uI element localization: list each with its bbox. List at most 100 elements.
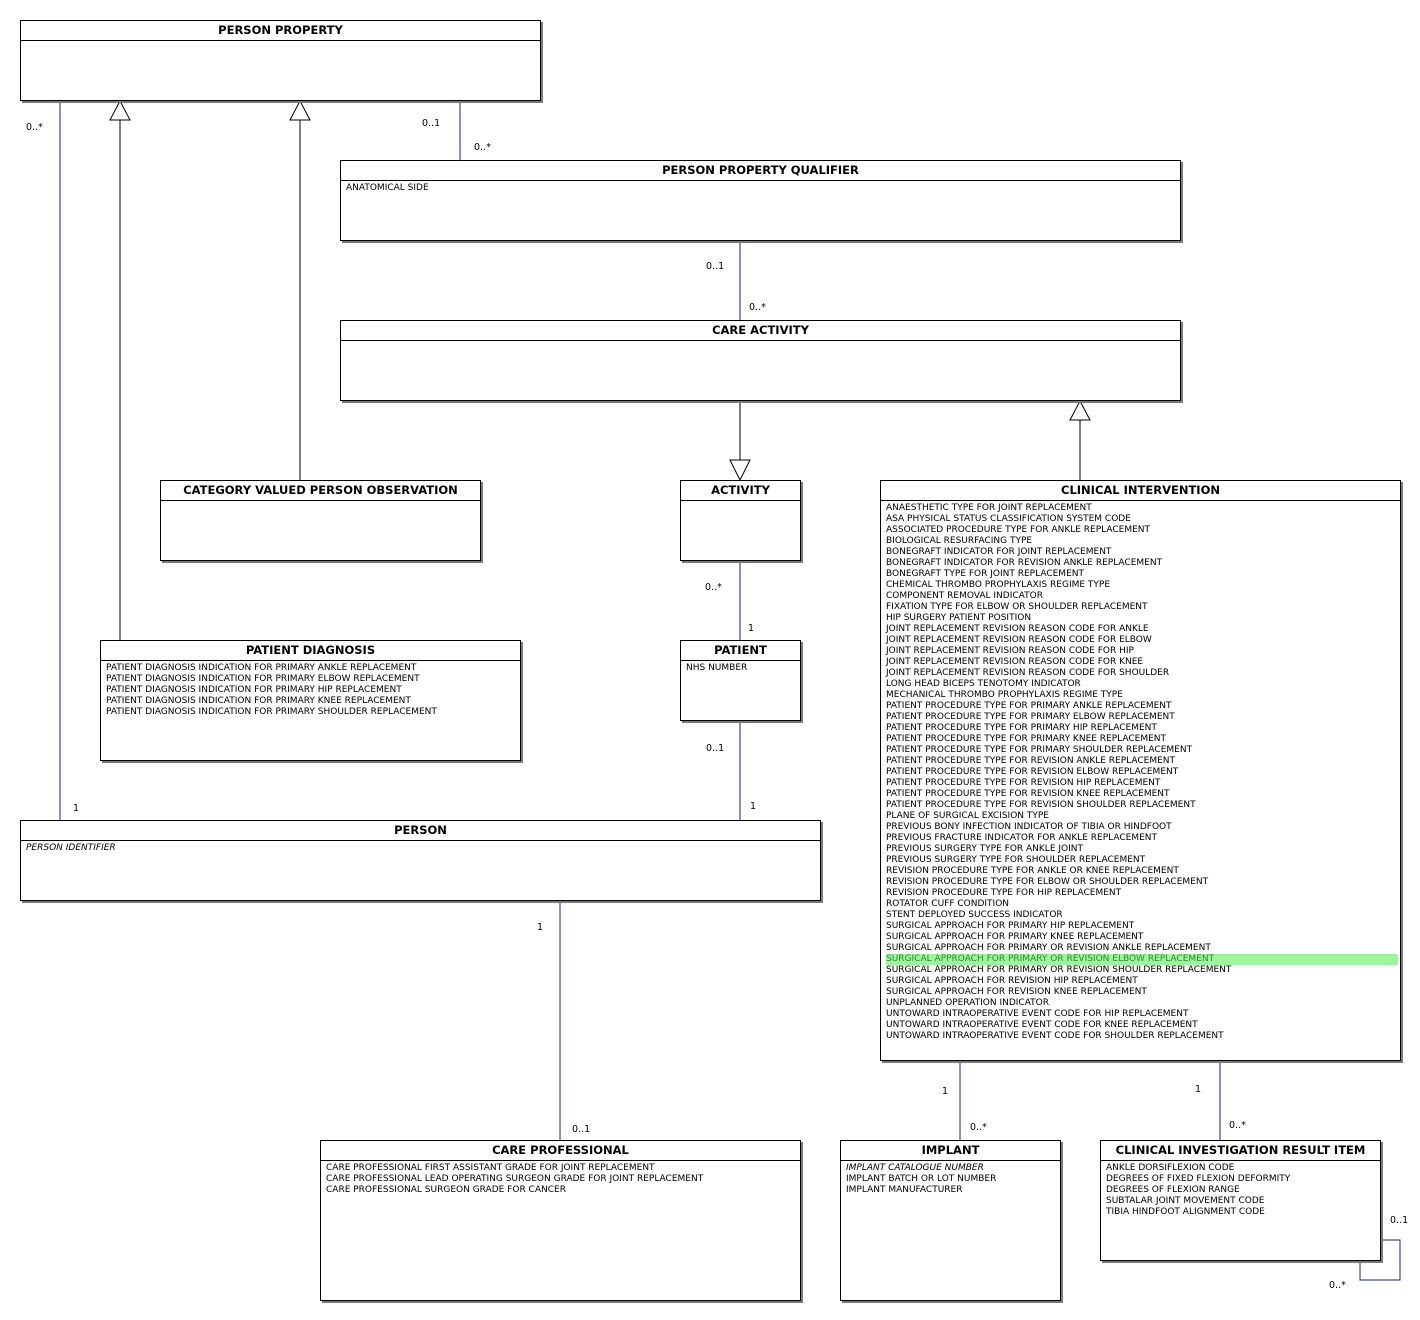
attribute-list: PERSON IDENTIFIER: [21, 841, 820, 854]
multiplicity-label: 1: [748, 623, 755, 634]
attribute: JOINT REPLACEMENT REVISION REASON CODE F…: [886, 668, 1170, 678]
attribute: IMPLANT MANUFACTURER: [846, 1185, 963, 1195]
class-patient[interactable]: PATIENT NHS NUMBER: [680, 640, 801, 721]
attribute: SUBTALAR JOINT MOVEMENT CODE: [1106, 1196, 1265, 1206]
multiplicity-label: 1: [1195, 1084, 1202, 1095]
attribute: DEGREES OF FLEXION RANGE: [1106, 1185, 1240, 1195]
attribute: JOINT REPLACEMENT REVISION REASON CODE F…: [886, 635, 1152, 645]
class-title: PATIENT: [681, 641, 800, 661]
multiplicity-label: 0..*: [705, 582, 722, 593]
class-title: PERSON PROPERTY QUALIFIER: [341, 161, 1180, 181]
attribute: SURGICAL APPROACH FOR PRIMARY OR REVISIO…: [886, 943, 1211, 953]
attribute: IMPLANT CATALOGUE NUMBER: [846, 1163, 984, 1173]
multiplicity-label: 0..1: [706, 743, 725, 754]
gen-patient-diagnosis-arrowhead: [109, 99, 131, 121]
attribute: BONEGRAFT INDICATOR FOR JOINT REPLACEMEN…: [886, 547, 1112, 557]
class-clinical-intervention[interactable]: CLINICAL INTERVENTION ANAESTHETIC TYPE F…: [880, 480, 1401, 1061]
multiplicity-label: 0..*: [1329, 1280, 1346, 1291]
attribute: ROTATOR CUFF CONDITION: [886, 899, 1010, 909]
attribute: PATIENT PROCEDURE TYPE FOR REVISION ELBO…: [886, 767, 1179, 777]
multiplicity-label: 1: [537, 922, 544, 933]
attribute: SURGICAL APPROACH FOR REVISION KNEE REPL…: [886, 987, 1147, 997]
attribute: JOINT REPLACEMENT REVISION REASON CODE F…: [886, 657, 1144, 667]
attribute: PATIENT PROCEDURE TYPE FOR REVISION SHOU…: [886, 800, 1196, 810]
multiplicity-label: 1: [73, 803, 80, 814]
attribute: JOINT REPLACEMENT REVISION REASON CODE F…: [886, 624, 1149, 634]
attribute: STENT DEPLOYED SUCCESS INDICATOR: [886, 910, 1063, 920]
multiplicity-label: 0..1: [422, 118, 441, 129]
class-title: CLINICAL INVESTIGATION RESULT ITEM: [1101, 1141, 1380, 1161]
class-title: ACTIVITY: [681, 481, 800, 501]
attribute-list: ANATOMICAL SIDE: [341, 181, 1180, 194]
class-clinical-investigation-result-item[interactable]: CLINICAL INVESTIGATION RESULT ITEM ANKLE…: [1100, 1140, 1381, 1261]
attribute: TIBIA HINDFOOT ALIGNMENT CODE: [1106, 1207, 1265, 1217]
attribute: REVISION PROCEDURE TYPE FOR HIP REPLACEM…: [886, 888, 1122, 898]
class-title: PERSON: [21, 821, 820, 841]
attribute-list: ANKLE DORSIFLEXION CODE DEGREES OF FIXED…: [1101, 1161, 1380, 1218]
attribute: PATIENT DIAGNOSIS INDICATION FOR PRIMARY…: [106, 663, 417, 673]
class-person-property-qualifier[interactable]: PERSON PROPERTY QUALIFIER ANATOMICAL SID…: [340, 160, 1181, 241]
multiplicity-label: 0..*: [1229, 1120, 1246, 1131]
attribute: PREVIOUS BONY INFECTION INDICATOR OF TIB…: [886, 822, 1172, 832]
attribute: PATIENT DIAGNOSIS INDICATION FOR PRIMARY…: [106, 707, 437, 717]
multiplicity-label: 1: [942, 1086, 949, 1097]
attribute: PATIENT PROCEDURE TYPE FOR PRIMARY KNEE …: [886, 734, 1167, 744]
attribute: ANAESTHETIC TYPE FOR JOINT REPLACEMENT: [886, 503, 1092, 513]
attribute-list: IMPLANT CATALOGUE NUMBER IMPLANT BATCH O…: [841, 1161, 1060, 1196]
class-implant[interactable]: IMPLANT IMPLANT CATALOGUE NUMBER IMPLANT…: [840, 1140, 1061, 1301]
attribute: REVISION PROCEDURE TYPE FOR ANKLE OR KNE…: [886, 866, 1179, 876]
attribute: DEGREES OF FIXED FLEXION DEFORMITY: [1106, 1174, 1291, 1184]
class-title: PATIENT DIAGNOSIS: [101, 641, 520, 661]
class-title: CATEGORY VALUED PERSON OBSERVATION: [161, 481, 480, 501]
attribute: PATIENT PROCEDURE TYPE FOR PRIMARY ELBOW…: [886, 712, 1175, 722]
attribute: UNPLANNED OPERATION INDICATOR: [886, 998, 1049, 1008]
class-title: IMPLANT: [841, 1141, 1060, 1161]
attribute: UNTOWARD INTRAOPERATIVE EVENT CODE FOR H…: [886, 1009, 1189, 1019]
attribute: FIXATION TYPE FOR ELBOW OR SHOULDER REPL…: [886, 602, 1148, 612]
attribute: PERSON IDENTIFIER: [26, 843, 116, 853]
class-person-property[interactable]: PERSON PROPERTY: [20, 20, 541, 101]
multiplicity-label: 0..1: [572, 1124, 591, 1135]
attribute: CARE PROFESSIONAL SURGEON GRADE FOR CANC…: [326, 1185, 566, 1195]
attribute: SURGICAL APPROACH FOR PRIMARY HIP REPLAC…: [886, 921, 1135, 931]
attribute: CARE PROFESSIONAL FIRST ASSISTANT GRADE …: [326, 1163, 655, 1173]
attribute: PATIENT PROCEDURE TYPE FOR PRIMARY ANKLE…: [886, 701, 1172, 711]
class-title: CARE ACTIVITY: [341, 321, 1180, 341]
attribute: IMPLANT BATCH OR LOT NUMBER: [846, 1174, 997, 1184]
attribute: BONEGRAFT TYPE FOR JOINT REPLACEMENT: [886, 569, 1084, 579]
attribute: REVISION PROCEDURE TYPE FOR ELBOW OR SHO…: [886, 877, 1209, 887]
class-person[interactable]: PERSON PERSON IDENTIFIER: [20, 820, 821, 901]
attribute: BONEGRAFT INDICATOR FOR REVISION ANKLE R…: [886, 558, 1163, 568]
attribute: CHEMICAL THROMBO PROPHYLAXIS REGIME TYPE: [886, 580, 1111, 590]
attribute: PATIENT DIAGNOSIS INDICATION FOR PRIMARY…: [106, 696, 411, 706]
class-title: CLINICAL INTERVENTION: [881, 481, 1400, 501]
class-title: CARE PROFESSIONAL: [321, 1141, 800, 1161]
class-care-professional[interactable]: CARE PROFESSIONAL CARE PROFESSIONAL FIRS…: [320, 1140, 801, 1301]
attribute-list: CARE PROFESSIONAL FIRST ASSISTANT GRADE …: [321, 1161, 800, 1196]
class-activity[interactable]: ACTIVITY: [680, 480, 801, 561]
attribute: BIOLOGICAL RESURFACING TYPE: [886, 536, 1033, 546]
multiplicity-label: 0..*: [970, 1122, 987, 1133]
attribute: PATIENT DIAGNOSIS INDICATION FOR PRIMARY…: [106, 685, 402, 695]
attribute: PATIENT PROCEDURE TYPE FOR REVISION ANKL…: [886, 756, 1176, 766]
multiplicity-label: 0..*: [26, 122, 43, 133]
attribute: PREVIOUS FRACTURE INDICATOR FOR ANKLE RE…: [886, 833, 1158, 843]
class-care-activity[interactable]: CARE ACTIVITY: [340, 320, 1181, 401]
class-category-valued-person-observation[interactable]: CATEGORY VALUED PERSON OBSERVATION: [160, 480, 481, 561]
attribute: UNTOWARD INTRAOPERATIVE EVENT CODE FOR K…: [886, 1020, 1198, 1030]
attribute: PLANE OF SURGICAL EXCISION TYPE: [886, 811, 1049, 821]
attribute: PREVIOUS SURGERY TYPE FOR SHOULDER REPLA…: [886, 855, 1146, 865]
gen-care-activity-activity-arrowhead: [729, 459, 751, 482]
class-patient-diagnosis[interactable]: PATIENT DIAGNOSIS PATIENT DIAGNOSIS INDI…: [100, 640, 521, 761]
attribute: NHS NUMBER: [686, 663, 748, 673]
attribute: HIP SURGERY PATIENT POSITION: [886, 613, 1032, 623]
attribute: JOINT REPLACEMENT REVISION REASON CODE F…: [886, 646, 1134, 656]
attribute: SURGICAL APPROACH FOR REVISION HIP REPLA…: [886, 976, 1138, 986]
attribute: ANATOMICAL SIDE: [346, 183, 429, 193]
attribute: MECHANICAL THROMBO PROPHYLAXIS REGIME TY…: [886, 690, 1123, 700]
class-title: PERSON PROPERTY: [21, 21, 540, 41]
multiplicity-label: 0..1: [706, 261, 725, 272]
